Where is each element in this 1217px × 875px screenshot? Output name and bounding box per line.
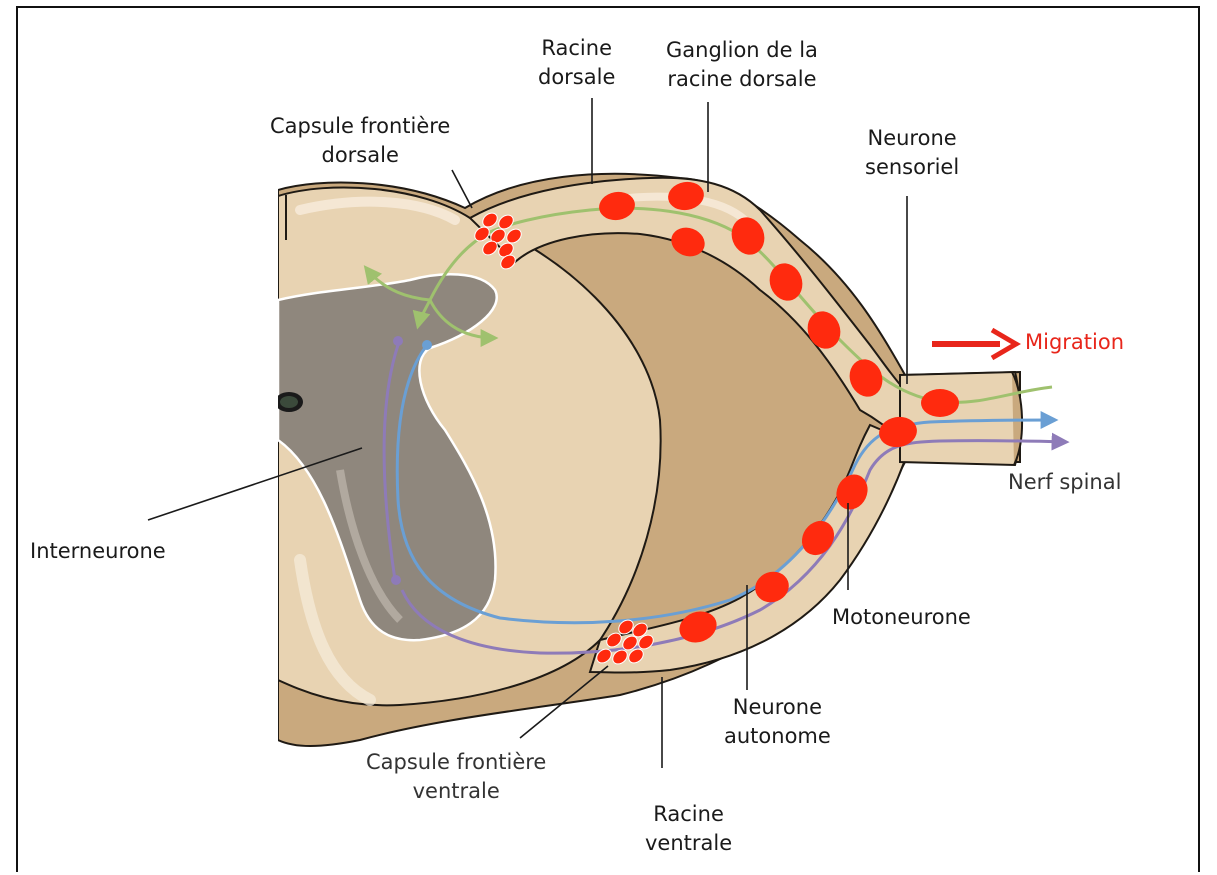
label-line: racine dorsale: [666, 65, 818, 94]
label-ganglion: Ganglion de la racine dorsale: [666, 36, 818, 94]
label-line: dorsale: [270, 141, 450, 170]
central-canal-inner: [280, 396, 298, 408]
label-line: autonome: [724, 722, 831, 751]
label-interneurone: Interneurone: [30, 537, 166, 566]
label-line: Neurone: [865, 124, 959, 153]
autonomic-soma: [393, 336, 403, 346]
autonomic-soma: [391, 575, 401, 585]
leader-capsule-dorsale: [452, 170, 472, 208]
label-line: ventrale: [645, 829, 732, 858]
label-line: Capsule frontière: [366, 748, 546, 777]
label-motoneurone: Motoneurone: [832, 603, 971, 632]
label-line: ventrale: [366, 777, 546, 806]
label-nerf-spinal: Nerf spinal: [1008, 468, 1121, 497]
label-neurone-sensoriel: Neurone sensoriel: [865, 124, 959, 182]
label-line: Neurone: [724, 693, 831, 722]
label-capsule-dorsale: Capsule frontière dorsale: [270, 112, 450, 170]
label-line: Ganglion de la: [666, 36, 818, 65]
label-line: Racine: [645, 800, 732, 829]
label-line: sensoriel: [865, 153, 959, 182]
label-line: Capsule frontière: [270, 112, 450, 141]
label-migration: Migration: [1025, 328, 1124, 357]
label-racine-ventrale: Racine ventrale: [645, 800, 732, 858]
spinal-nerve-trunk: [900, 372, 1020, 465]
label-capsule-ventrale: Capsule frontière ventrale: [366, 748, 546, 806]
label-racine-dorsale: Racine dorsale: [538, 34, 615, 92]
label-line: Racine: [538, 34, 615, 63]
label-line: dorsale: [538, 63, 615, 92]
motor-soma: [422, 340, 432, 350]
label-neurone-autonome: Neurone autonome: [724, 693, 831, 751]
